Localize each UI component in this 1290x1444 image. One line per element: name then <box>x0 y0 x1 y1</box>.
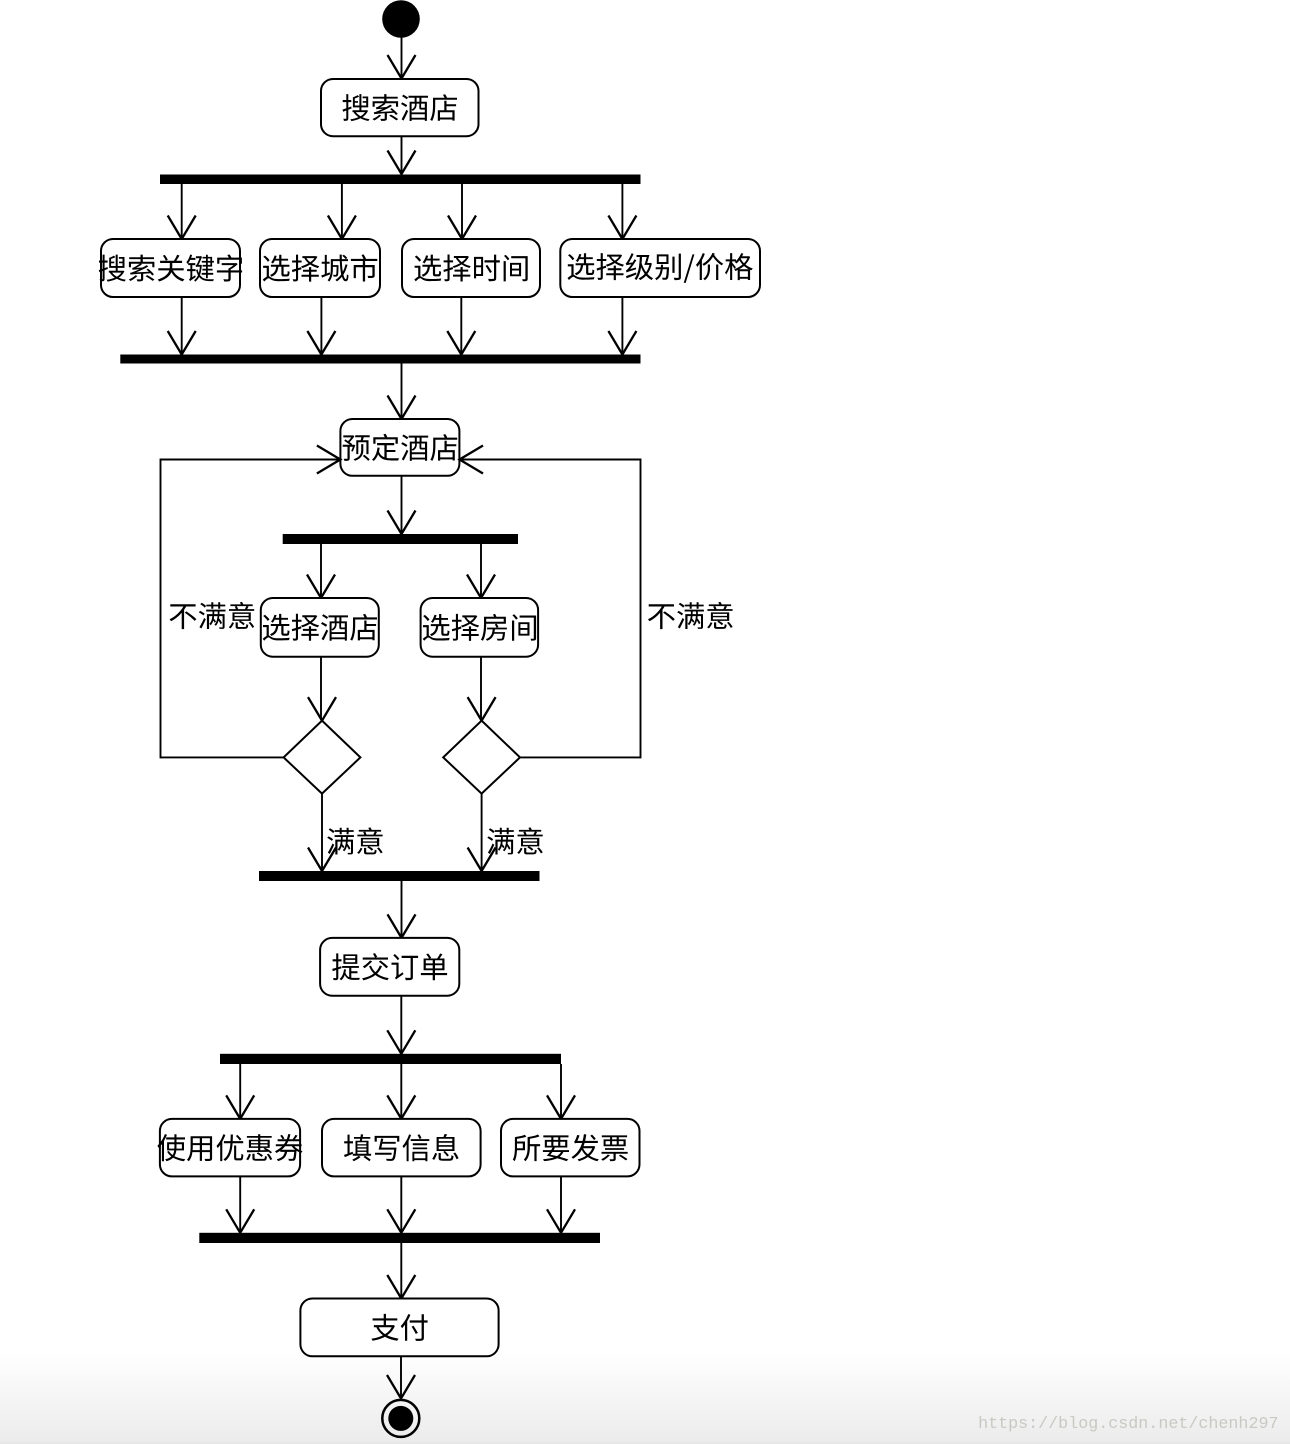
svg-text:https://blog.csdn.net/chenh297: https://blog.csdn.net/chenh297 <box>978 1415 1278 1434</box>
